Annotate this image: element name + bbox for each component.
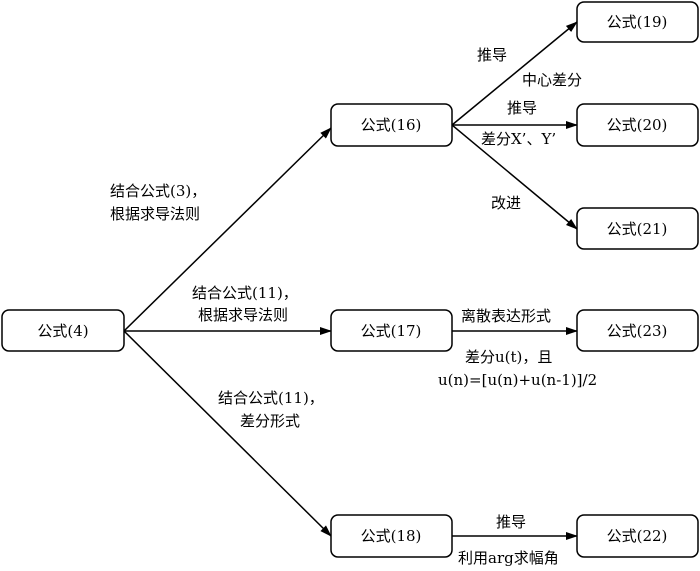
edge-label-4-17-line2: 根据求导法则 — [198, 306, 288, 324]
edge-label-17-23-line3: u(n)=[u(n)+u(n-1)]/2 — [438, 371, 597, 389]
node-formula-17: 公式(17) — [330, 309, 453, 352]
edge-label-18-22-line1: 推导 — [496, 513, 526, 531]
edge-label-4-18-line1: 结合公式(11)， — [218, 389, 324, 407]
node-label: 公式(4) — [37, 322, 88, 340]
node-label: 公式(18) — [361, 527, 422, 545]
edge-4-to-16 — [123, 127, 332, 332]
edge-label-4-17-line1: 结合公式(11)， — [192, 284, 298, 302]
edge-label-16-20-line2: 差分X’、Y’ — [481, 130, 556, 148]
node-formula-22: 公式(22) — [576, 514, 699, 558]
node-formula-21: 公式(21) — [576, 207, 699, 250]
node-label: 公式(21) — [607, 220, 668, 238]
node-formula-4: 公式(4) — [1, 309, 125, 352]
node-formula-23: 公式(23) — [576, 309, 699, 352]
edge-label-4-16-line1: 结合公式(3)， — [110, 182, 206, 200]
edge-label-18-22-line2: 利用arg求幅角 — [458, 549, 559, 567]
edge-label-16-19-line1: 推导 — [477, 46, 507, 64]
edge-label-17-23-line2: 差分u(t)，且 — [465, 348, 552, 366]
edge-label-16-20-line1: 推导 — [507, 99, 537, 117]
node-label: 公式(23) — [607, 322, 668, 340]
edge-label-16-21-line1: 改进 — [491, 194, 521, 212]
node-formula-20: 公式(20) — [576, 103, 699, 147]
edge-label-16-19-line2: 中心差分 — [522, 71, 582, 89]
edge-16-to-19 — [451, 21, 578, 126]
edge-4-to-18 — [123, 330, 332, 537]
node-formula-19: 公式(19) — [576, 1, 699, 43]
node-label: 公式(22) — [607, 527, 668, 545]
edge-16-to-21 — [451, 124, 578, 230]
node-label: 公式(16) — [361, 116, 422, 134]
node-label: 公式(19) — [607, 13, 668, 31]
edge-label-17-23-line1: 离散表达形式 — [461, 307, 551, 325]
node-label: 公式(20) — [607, 116, 668, 134]
node-formula-18: 公式(18) — [330, 514, 453, 558]
node-formula-16: 公式(16) — [330, 103, 453, 147]
edge-label-4-16-line2: 根据求导法则 — [110, 205, 200, 223]
node-label: 公式(17) — [361, 322, 422, 340]
edge-label-4-18-line2: 差分形式 — [240, 412, 300, 430]
